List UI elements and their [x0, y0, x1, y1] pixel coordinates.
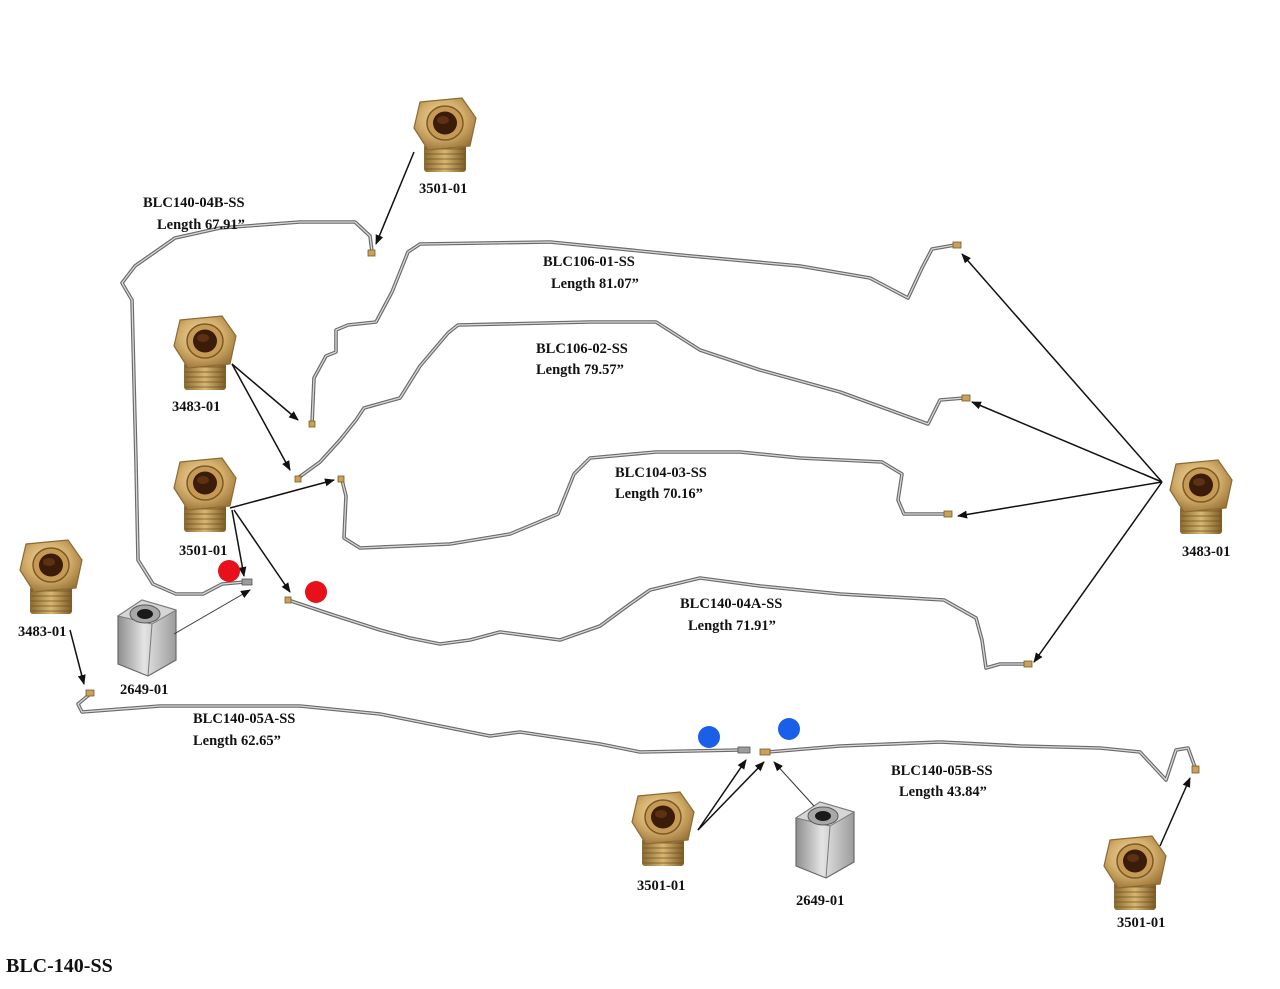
tube-blc140-05a [76, 692, 742, 754]
line-part-blc104-03: BLC104-03-SS [615, 465, 707, 481]
tube-blc140-04b [120, 220, 374, 596]
tubes-group [76, 220, 1200, 782]
tube-blc140-05b [766, 740, 1198, 782]
fitting-label-3483-01-upper-left: 3483-01 [172, 399, 221, 415]
tube-blc104-03 [340, 450, 948, 550]
fitting-3483-01-upper-left [173, 315, 237, 391]
line-length-blc140-04a: Length 71.91” [688, 618, 776, 634]
fitting-2649-01-bottom [795, 801, 855, 879]
line-part-blc140-04b: BLC140-04B-SS [143, 195, 245, 211]
blue-marker-2 [778, 718, 800, 740]
line-length-blc140-05b: Length 43.84” [899, 784, 987, 800]
fitting-label-3483-01-left: 3483-01 [18, 624, 67, 640]
arrows-group [69, 151, 1191, 847]
tube-blc106-01 [310, 240, 957, 426]
line-length-blc104-03: Length 70.16” [615, 486, 703, 502]
fitting-3501-01-top [413, 97, 477, 173]
fitting-label-3501-01-mid-left: 3501-01 [179, 543, 228, 559]
fitting-label-3501-01-top: 3501-01 [419, 181, 468, 197]
line-length-blc106-02: Length 79.57” [536, 362, 624, 378]
fitting-label-2649-01-bottom: 2649-01 [796, 893, 845, 909]
diagram-title: BLC-140-SS [6, 955, 113, 977]
fitting-label-3483-01-right: 3483-01 [1182, 544, 1231, 560]
tube-blc140-04a [286, 576, 1028, 670]
line-part-blc140-05b: BLC140-05B-SS [891, 763, 993, 779]
fitting-3501-01-bottom-right [1103, 835, 1167, 911]
line-length-blc140-04b: Length 67.91” [157, 217, 245, 233]
fitting-label-3501-01-bottom-mid: 3501-01 [637, 878, 686, 894]
blue-marker-1 [698, 726, 720, 748]
line-part-blc106-01: BLC106-01-SS [543, 254, 635, 270]
fitting-3501-01-bottom-mid [631, 791, 695, 867]
line-part-blc140-05a: BLC140-05A-SS [193, 711, 296, 727]
red-marker-1 [218, 560, 240, 582]
line-part-blc106-02: BLC106-02-SS [536, 341, 628, 357]
fitting-3483-01-left [19, 539, 83, 615]
fitting-2649-01-left [117, 599, 177, 677]
fitting-3483-01-right [1169, 459, 1233, 535]
fitting-label-2649-01-left: 2649-01 [120, 682, 169, 698]
red-marker-2 [305, 581, 327, 603]
line-length-blc106-01: Length 81.07” [551, 276, 639, 292]
line-length-blc140-05a: Length 62.65” [193, 733, 281, 749]
fitting-3501-01-mid-left [173, 457, 237, 533]
fitting-label-3501-01-bottom-right: 3501-01 [1117, 915, 1166, 931]
line-part-blc140-04a: BLC140-04A-SS [680, 596, 783, 612]
tube-blc106-02 [296, 320, 966, 480]
